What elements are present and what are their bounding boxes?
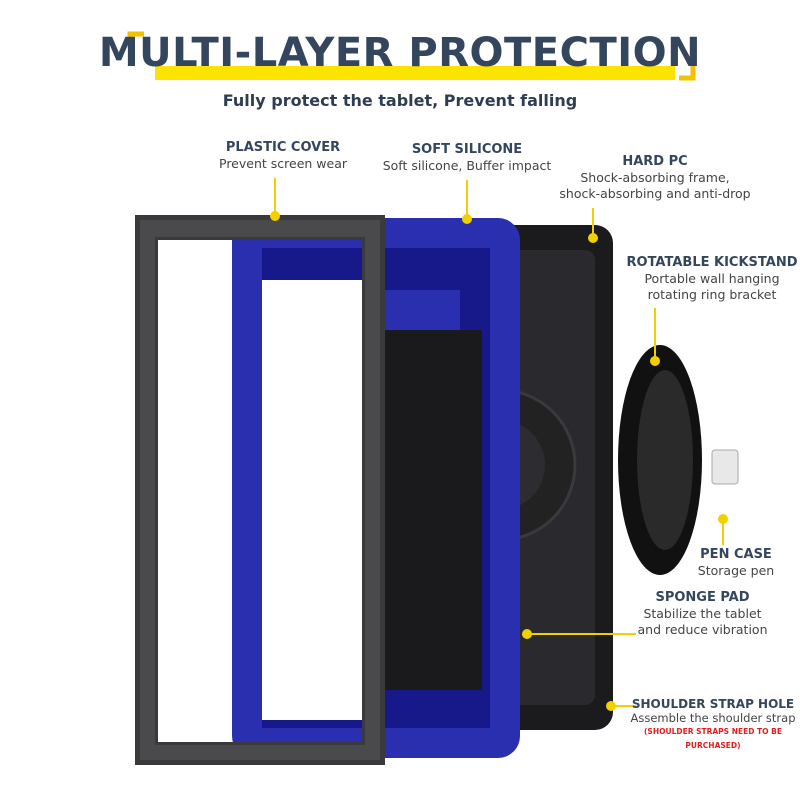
callout-title: SPONGE PAD [655, 590, 750, 605]
callout-text: Shock-absorbing frame, [580, 170, 730, 185]
callout-title: ROTATABLE KICKSTAND [626, 255, 798, 270]
callout-rotatable-kickstand: ROTATABLE KICKSTAND Portable wall hangin… [622, 255, 800, 303]
callout-text: and reduce vibration [637, 622, 768, 637]
callout-title: HARD PC [622, 154, 688, 169]
callout-hard-pc: HARD PC Shock-absorbing frame, shock-abs… [540, 154, 770, 202]
purchase-note: (SHOULDER STRAPS NEED TO BE PURCHASED) [644, 727, 782, 750]
callout-text: Prevent screen wear [219, 156, 347, 171]
callout-text: shock-absorbing and anti-drop [559, 186, 751, 201]
page-subtitle: Fully protect the tablet, Prevent fallin… [222, 91, 578, 110]
callout-title: PLASTIC COVER [225, 140, 341, 155]
callout-text: rotating ring bracket [647, 287, 777, 302]
callout-sponge-pad: SPONGE PAD Stabilize the tablet and redu… [630, 590, 775, 638]
callout-pen-case: PEN CASE Storage pen [686, 547, 786, 579]
title-highlight [155, 66, 675, 80]
corner-bracket-bottom-right [679, 64, 696, 81]
callout-title: PEN CASE [700, 547, 772, 562]
callout-plastic-cover: PLASTIC COVER Prevent screen wear [183, 140, 383, 172]
callout-title: SOFT SILICONE [411, 142, 523, 157]
callout-title: SHOULDER STRAP HOLE [631, 697, 795, 711]
callout-text: Storage pen [697, 563, 775, 578]
callout-text: Assemble the shoulder strap [630, 711, 796, 725]
callout-text: Stabilize the tablet [643, 606, 762, 621]
page-title: MULTI-LAYER PROTECTION [98, 30, 702, 76]
callout-text: Soft silicone, Buffer impact [382, 158, 552, 173]
callout-text: Portable wall hanging [644, 271, 780, 286]
rotatable-kickstand [618, 345, 739, 575]
pen-case [711, 449, 739, 485]
corner-bracket-top-left [127, 31, 144, 48]
callout-shoulder-strap-hole: SHOULDER STRAP HOLE Assemble the shoulde… [626, 697, 800, 753]
callout-soft-silicone: SOFT SILICONE Soft silicone, Buffer impa… [362, 142, 572, 174]
